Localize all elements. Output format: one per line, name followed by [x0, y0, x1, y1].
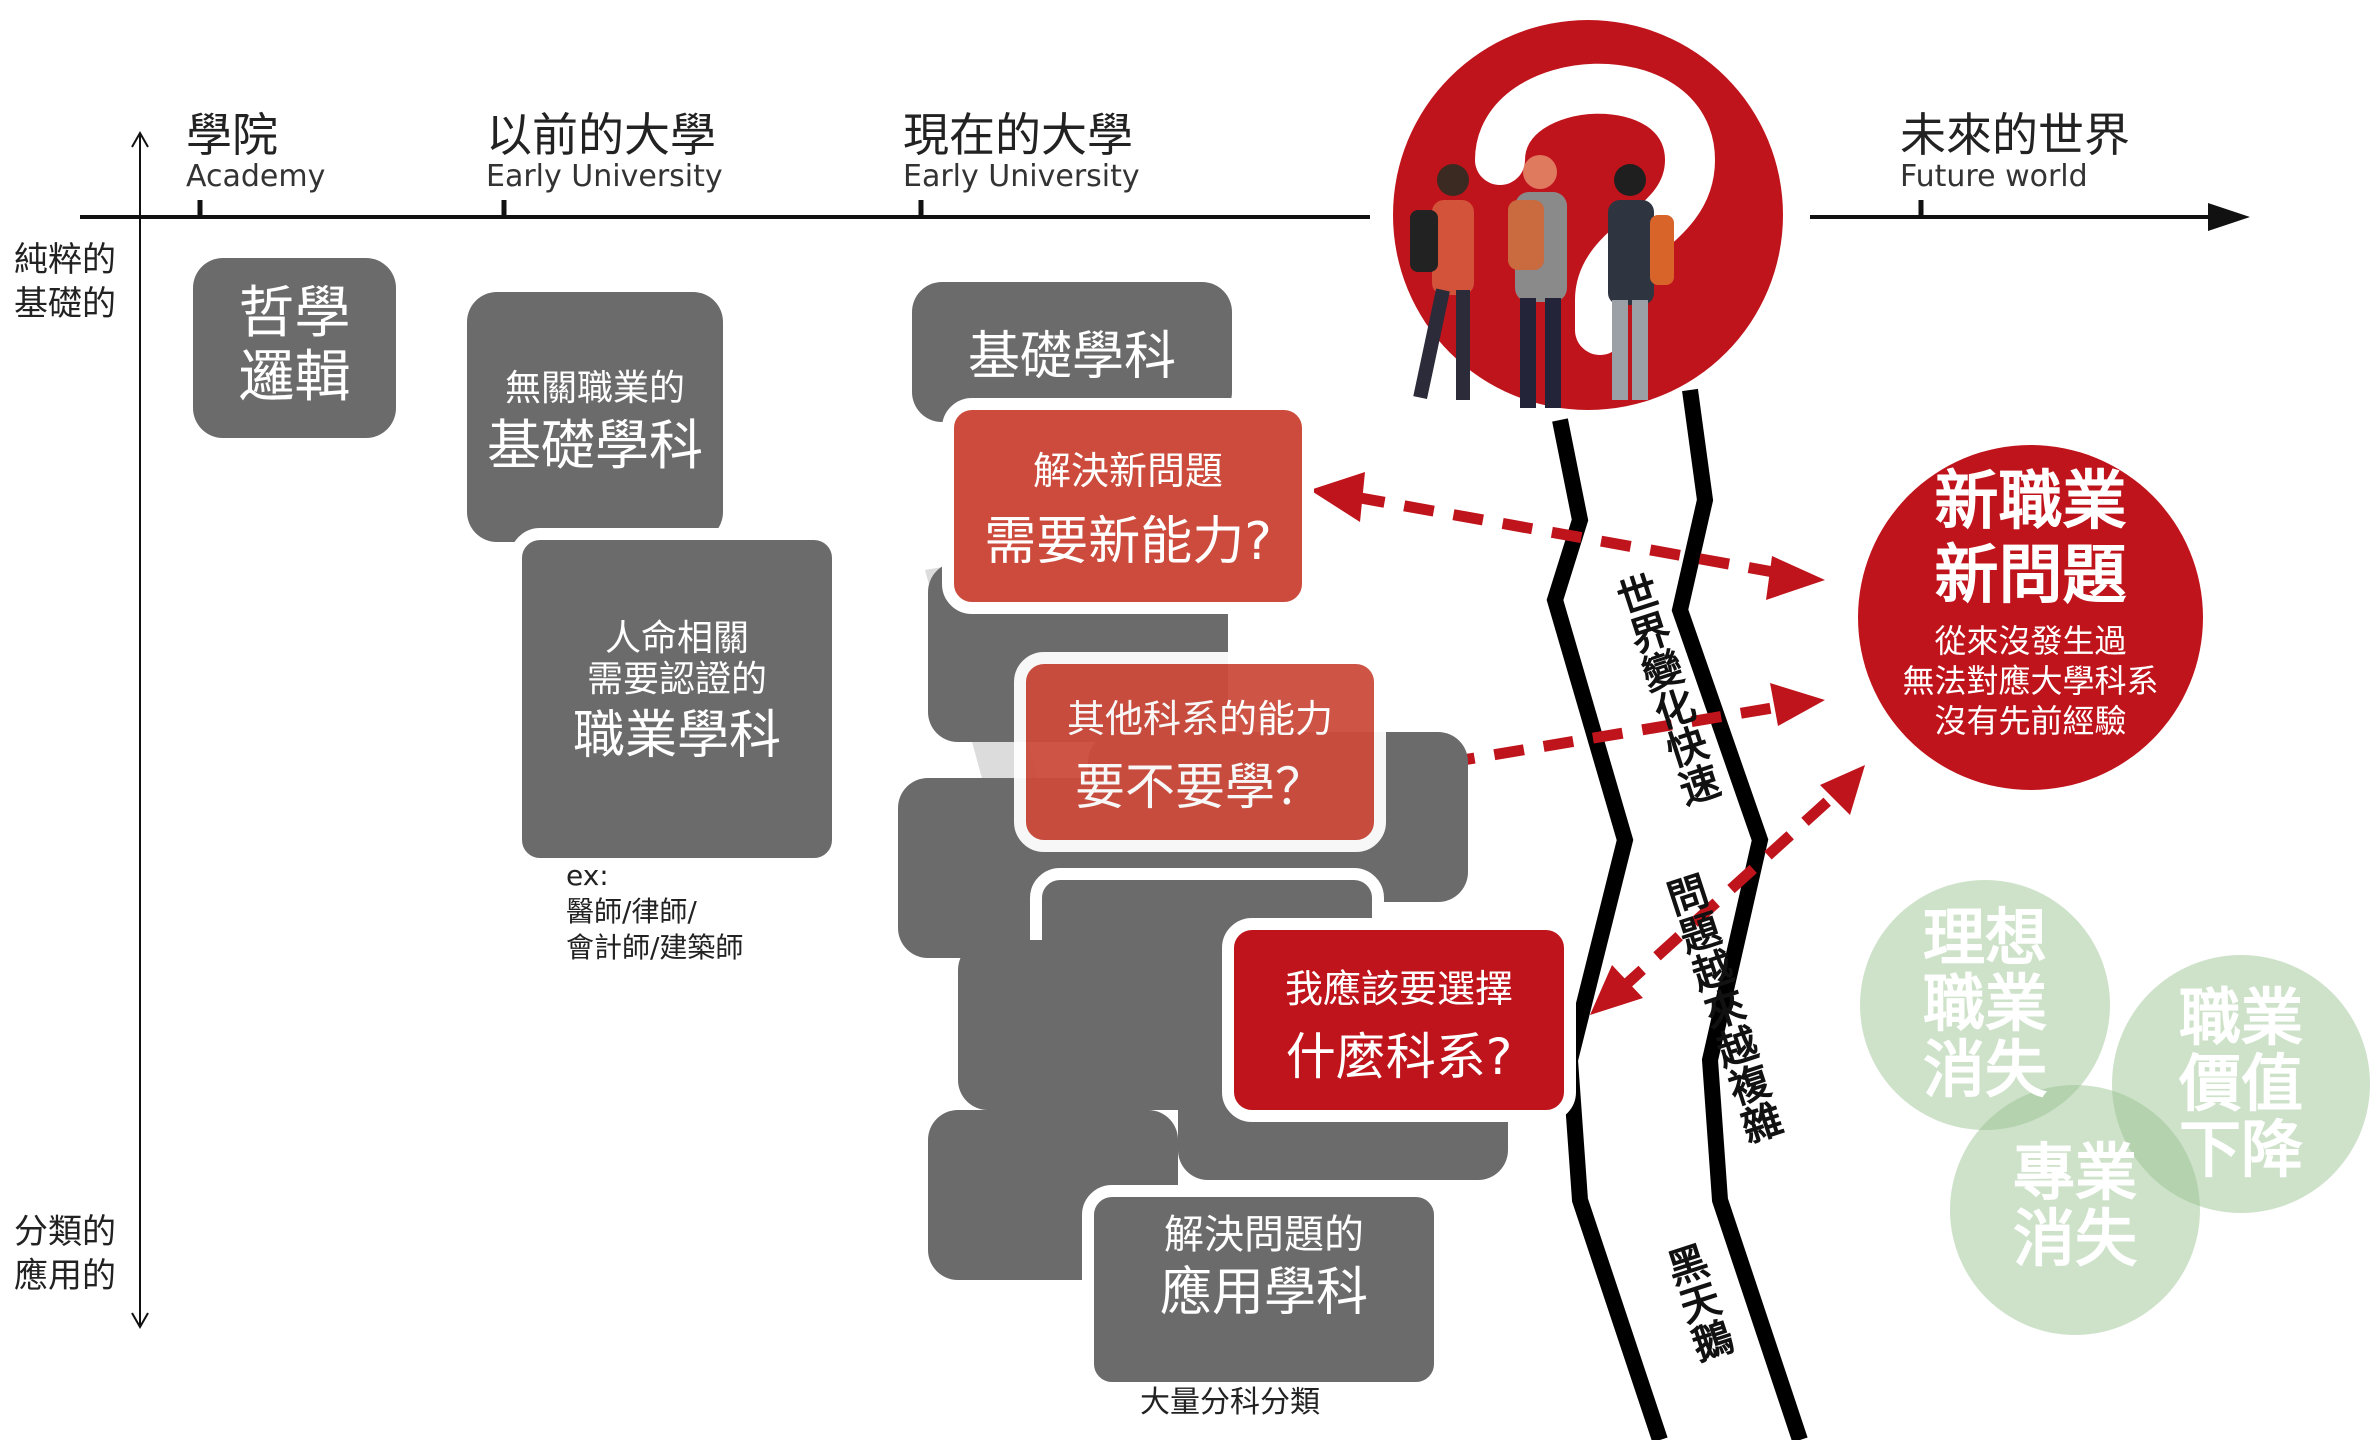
early-univ-note: ex: 醫師/律師/ 會計師/建築師 — [566, 859, 744, 964]
early-univ-box1-big: 基礎學科 — [487, 414, 703, 478]
faded-text-job-value: 職業 價值 下降 — [2178, 981, 2303, 1186]
era-early-university-zh: 以前的大學 — [486, 108, 716, 162]
future-desc2: 無法對應大學科系 — [1902, 662, 2159, 700]
q2-line1: 其他科系的能力 — [1066, 697, 1333, 741]
early-univ-box2-big: 職業學科 — [572, 705, 781, 766]
era-future-world: 未來的世界 Future world — [1900, 112, 2130, 192]
arrow-q1-future — [1354, 491, 1791, 581]
era-current-university: 現在的大學 Early University — [903, 112, 1140, 192]
current-top-box-text: 基礎學科 — [967, 327, 1176, 387]
road-left-edge — [1546, 418, 1668, 1440]
future-title1: 新職業 — [1934, 465, 2127, 539]
era-early-university: 以前的大學 Early University — [486, 112, 723, 192]
question-box-choose-dept: 我應該要選擇 什麼科系? — [1222, 918, 1576, 1122]
faded-circle-expertise — [1950, 1085, 2200, 1335]
current-bottom-line1: 解決問題的 — [1164, 1212, 1364, 1258]
future-title2: 新問題 — [1934, 539, 2127, 613]
current-stack-box5 — [958, 940, 1208, 1110]
y-axis-top-label: 純粹的 基礎的 — [14, 240, 116, 324]
current-bottom-line2: 應用學科 — [1159, 1263, 1368, 1323]
future-desc3: 沒有先前經驗 — [1934, 702, 2127, 740]
question-box-other-depts: 其他科系的能力 要不要學？ — [1014, 652, 1386, 852]
time-axis-arrowhead — [2208, 203, 2250, 231]
era-early-university-en: Early University — [486, 159, 723, 194]
early-univ-box1-small: 無關職業的 — [504, 368, 685, 409]
academy-box — [193, 258, 396, 438]
faded-circle-ideal-job — [1860, 880, 2110, 1130]
current-bottom-box-text: 解決問題的 應用學科 — [1094, 1212, 1434, 1324]
q1-line2: 需要新能力? — [984, 512, 1272, 572]
early-univ-box1 — [467, 292, 723, 542]
current-bottom-box — [1082, 1185, 1446, 1394]
arrow-q2-future — [1444, 699, 1791, 769]
era-academy-zh: 學院 — [186, 108, 278, 162]
early-univ-box2-text: 人命相關 需要認證的 職業學科 — [522, 618, 832, 767]
future-circle-text: 新職業 新問題 從來沒發生過 無法對應大學科系 沒有先前經驗 — [1858, 465, 2203, 741]
era-future-world-zh: 未來的世界 — [1900, 108, 2130, 162]
early-univ-box2 — [510, 528, 844, 870]
current-caption: 大量分科分類 — [1140, 1385, 1320, 1420]
faded-text-ideal-job: 理想 職業 消失 — [1922, 901, 2047, 1106]
y-axis-bottom-label: 分類的 應用的 — [14, 1212, 116, 1296]
early-univ-box2-small2: 需要認證的 — [586, 659, 767, 701]
y-axis-arrow-up — [131, 130, 149, 148]
early-univ-box1-text: 無關職業的 基礎學科 — [467, 368, 723, 477]
q3-line1: 我應該要選擇 — [1284, 967, 1513, 1011]
q3-line2: 什麼科系? — [1285, 1028, 1513, 1086]
era-current-university-en: Early University — [903, 159, 1140, 194]
y-axis-arrow-down — [131, 1312, 149, 1330]
road-right-edge — [1671, 388, 1808, 1440]
future-circle — [1858, 445, 2203, 790]
faded-text-expertise: 專業 消失 — [2012, 1136, 2137, 1275]
faded-circle-job-value — [2112, 955, 2370, 1213]
early-univ-box2-small1: 人命相關 — [604, 618, 749, 659]
era-current-university-zh: 現在的大學 — [903, 108, 1133, 162]
dashed-arrows — [1354, 491, 1844, 995]
students-illustration — [1410, 155, 1674, 408]
era-academy-en: Academy — [186, 159, 326, 194]
academy-box-text: 哲學 邏輯 — [193, 282, 396, 410]
q2-line2: 要不要學？ — [1075, 758, 1325, 816]
academy-line1: 哲學 — [238, 281, 351, 346]
era-academy: 學院 Academy — [186, 112, 325, 192]
academy-line2: 邏輯 — [238, 345, 351, 410]
future-desc1: 從來沒發生過 — [1934, 622, 2127, 660]
q1-line1: 解決新問題 — [1032, 449, 1223, 493]
era-future-world-en: Future world — [1900, 159, 2088, 194]
question-box-new-ability: 解決新問題 需要新能力? — [942, 398, 1314, 614]
